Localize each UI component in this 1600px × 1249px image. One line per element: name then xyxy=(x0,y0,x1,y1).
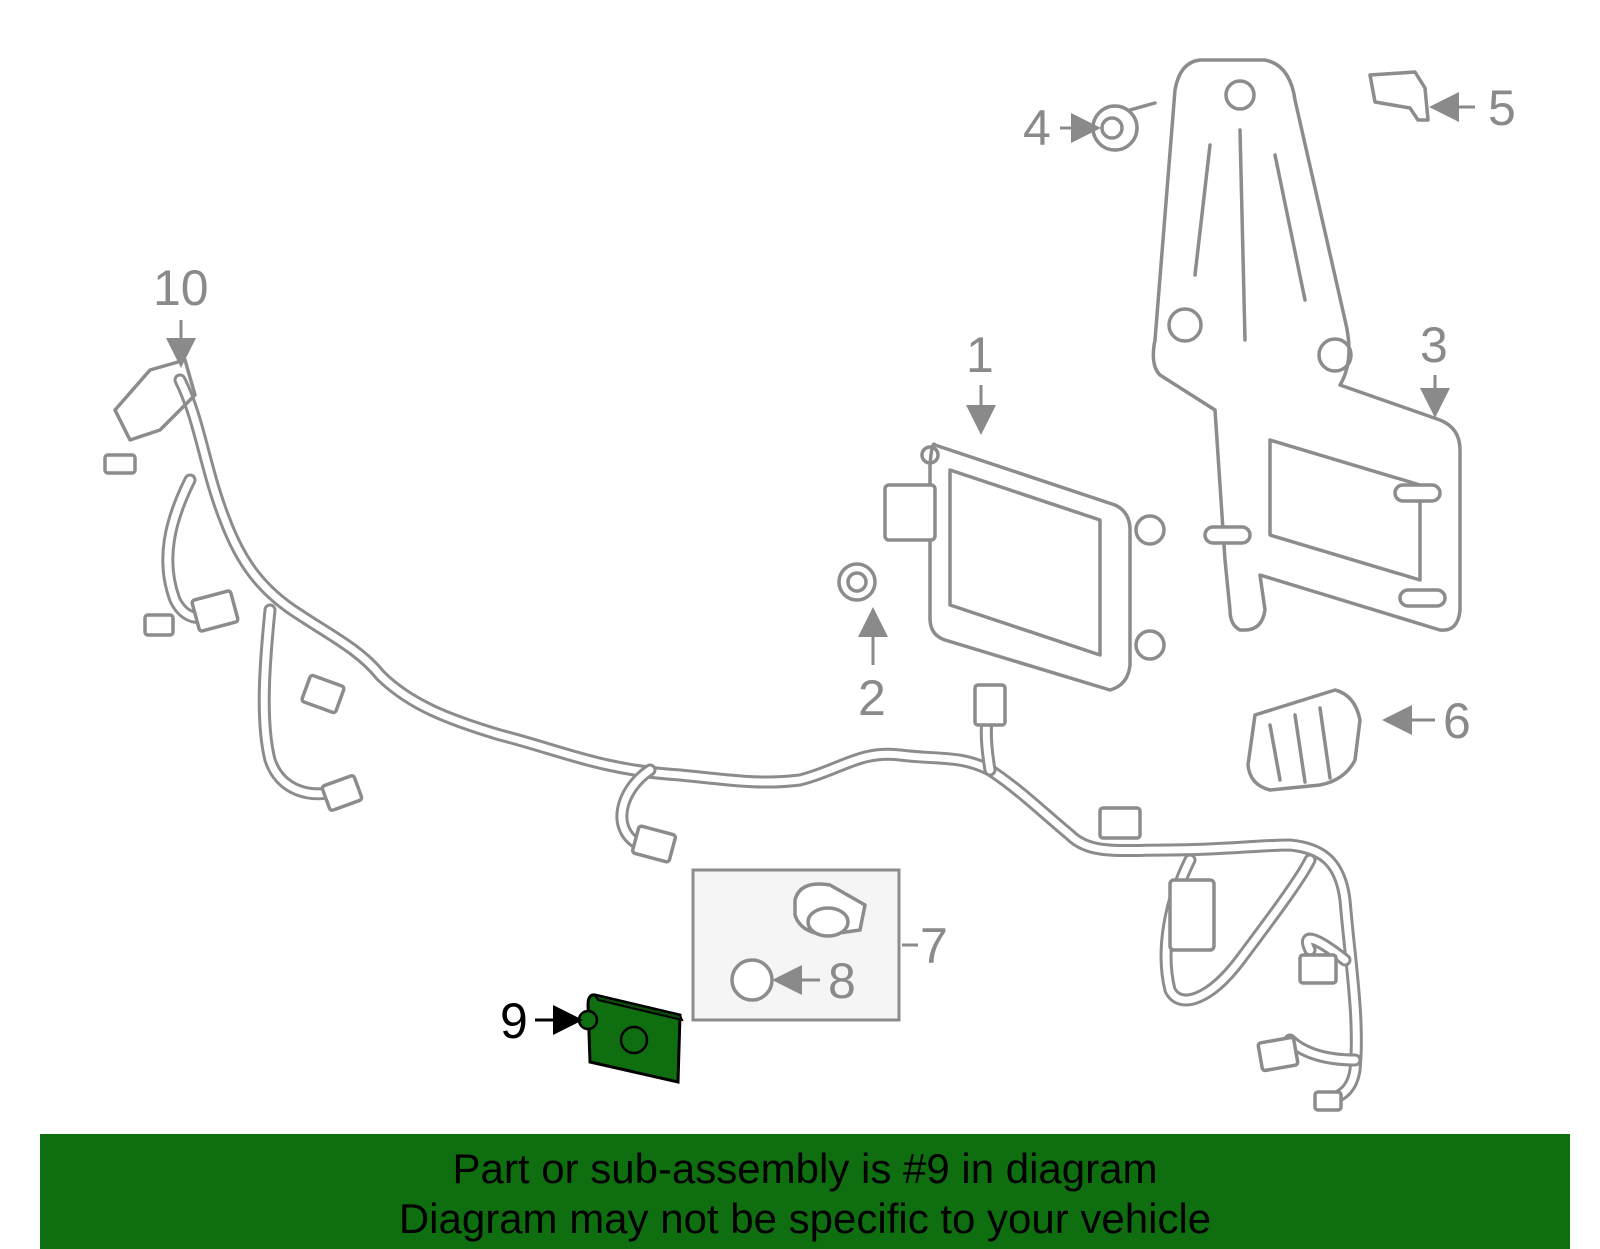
callout-1: 1 xyxy=(966,327,994,383)
info-banner: Part or sub-assembly is #9 in diagram Di… xyxy=(40,1134,1570,1249)
callout-7: 7 xyxy=(920,918,948,974)
callout-5: 5 xyxy=(1488,80,1516,136)
callout-3: 3 xyxy=(1420,317,1448,373)
control-module xyxy=(883,442,1166,692)
callout-10: 10 xyxy=(153,260,209,316)
wiring-harness xyxy=(103,358,1363,1112)
callout-9: 9 xyxy=(500,993,528,1049)
connector-part-6 xyxy=(1246,688,1362,792)
retainer-part-5 xyxy=(1368,70,1430,122)
clip-part-4 xyxy=(1091,101,1157,152)
highlighted-part-9 xyxy=(577,993,684,1084)
callout-6: 6 xyxy=(1443,693,1471,749)
callout-2: 2 xyxy=(858,670,886,726)
callout-4: 4 xyxy=(1023,100,1051,156)
banner-line-1: Part or sub-assembly is #9 in diagram xyxy=(452,1145,1158,1192)
parts-diagram: 1 2 3 4 5 6 7 8 9 10 xyxy=(103,58,1516,1112)
callout-8: 8 xyxy=(828,953,856,1009)
bracket xyxy=(1151,58,1462,632)
sensor-kit-box xyxy=(691,868,901,1022)
banner-line-2: Diagram may not be specific to your vehi… xyxy=(398,1195,1212,1242)
nut-part-2 xyxy=(837,562,877,602)
